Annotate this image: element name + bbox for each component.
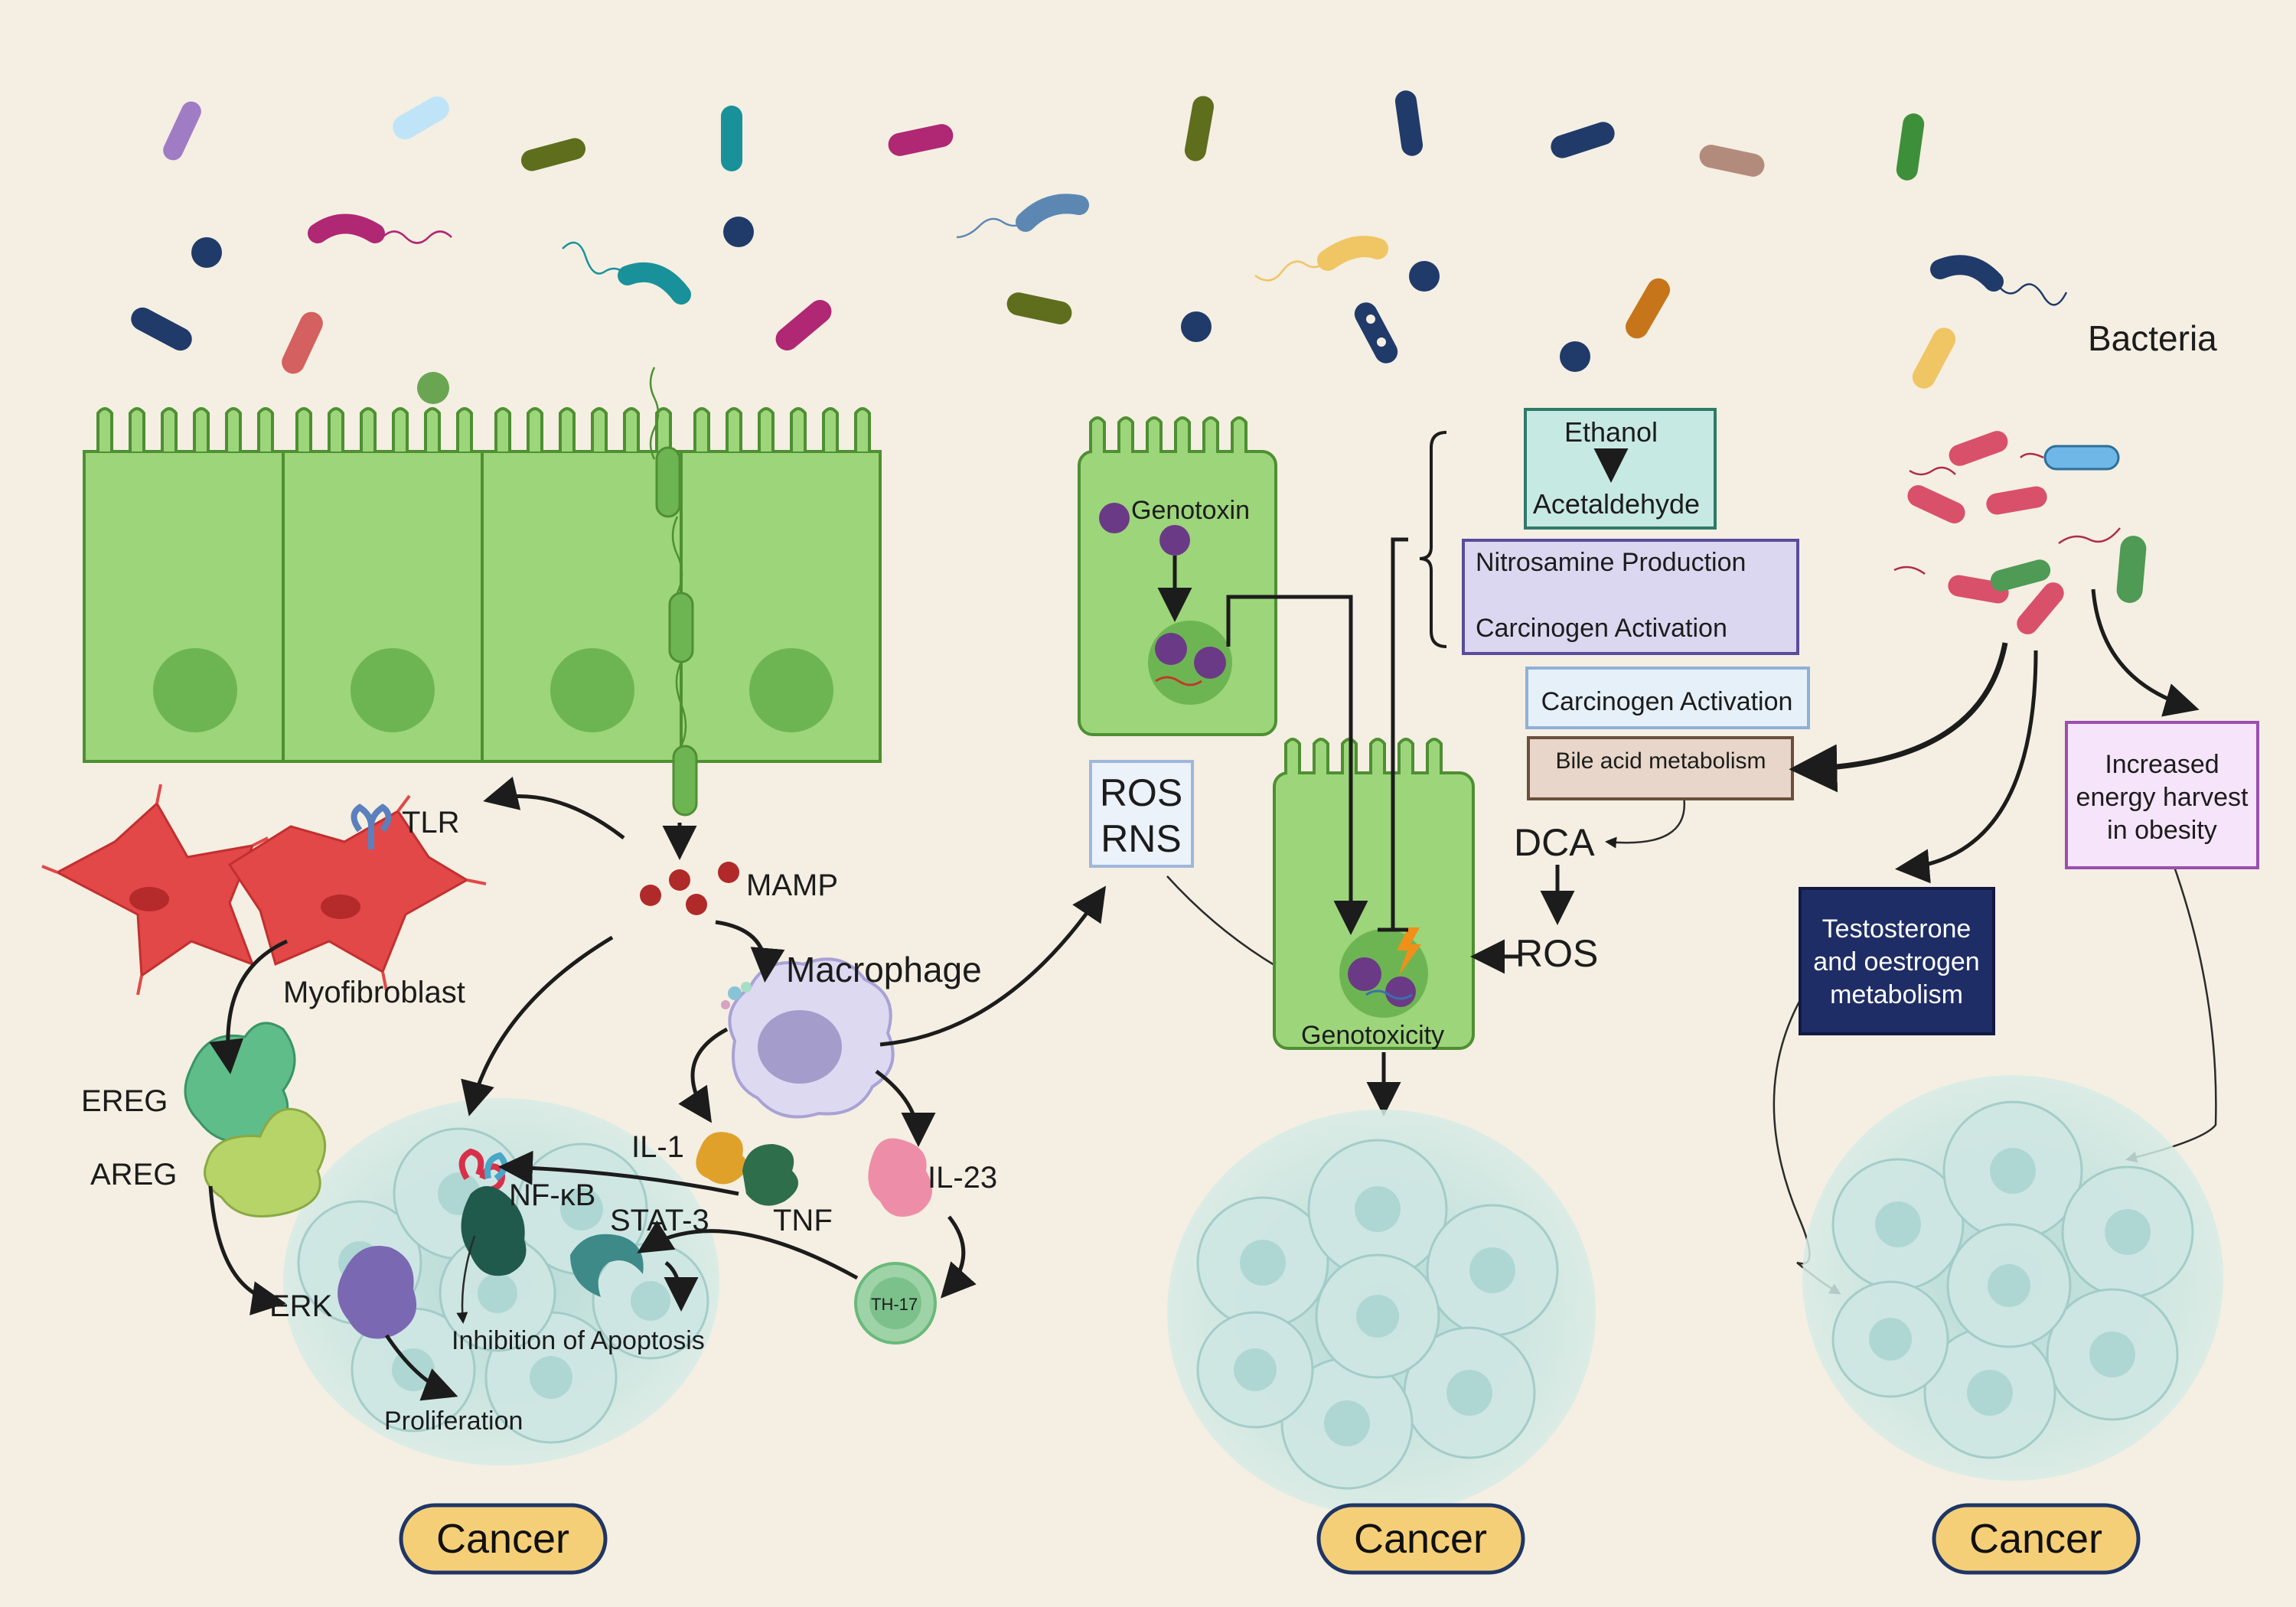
nfkb-label: NF-κB [509,1178,595,1212]
svg-text:Ethanol: Ethanol [1564,416,1658,448]
svg-text:Cancer: Cancer [1969,1516,2102,1562]
svg-text:Genotoxicity: Genotoxicity [1301,1021,1444,1050]
stat3-icon [570,1234,644,1297]
svg-text:Carcinogen Activation: Carcinogen Activation [1476,614,1727,643]
tnf-label: TNF [773,1204,833,1237]
svg-text:Increased: Increased [2105,750,2219,779]
dca-label: DCA [1514,821,1595,864]
myofibroblast-icon [41,784,487,996]
il1-icon [696,1132,748,1185]
svg-text:Genotoxin: Genotoxin [1131,496,1250,525]
bacterium-icon [131,90,2068,404]
areg-label: AREG [90,1158,177,1191]
tlr-receptor-icon [351,804,392,849]
svg-text:Nitrosamine Production: Nitrosamine Production [1476,548,1746,577]
svg-text:Cancer: Cancer [436,1516,569,1562]
genotoxicity-cell: Genotoxicity [1273,738,1475,1050]
tnf-icon [742,1144,798,1206]
nfkb-icon [461,1186,527,1276]
cancer-pill-right: Cancer [1932,1503,2141,1575]
svg-text:ROS: ROS [1100,771,1182,814]
bacteria-cluster-right [1893,431,2147,634]
energy-harvest-box: Increased energy harvest in obesity [2065,721,2259,869]
ros-rns-box: ROS RNS [1089,760,1194,868]
mamp-icon [640,862,739,915]
svg-text:Testosterone: Testosterone [1822,914,1971,944]
svg-text:Bile acid metabolism: Bile acid metabolism [1555,748,1766,774]
bile-acid-box: Bile acid metabolism [1527,736,1794,800]
bacteria-cloud: Bacteria [131,90,2217,404]
svg-text:Cancer: Cancer [1354,1516,1487,1562]
tlr-label: TLR [402,806,460,839]
right-pathway-arrows [1773,588,2217,1295]
tumor-middle [1167,1110,1596,1515]
erk-icon [338,1246,417,1339]
inhibition-apoptosis-label: Inhibition of Apoptosis [452,1326,705,1355]
svg-text:metabolism: metabolism [1830,980,1963,1009]
cancer-pill-middle: Cancer [1316,1503,1525,1575]
svg-text:and oestrogen: and oestrogen [1813,947,1979,976]
il1-label: IL-1 [631,1130,684,1164]
nitrosamine-box: Nitrosamine Production Carcinogen Activa… [1462,539,1799,655]
svg-text:Acetaldehyde: Acetaldehyde [1533,488,1700,520]
left-pathway-arrows [208,776,1107,1401]
ethanol-box: Ethanol Acetaldehyde [1524,408,1717,530]
carcinogen-activation-box: Carcinogen Activation [1525,667,1810,729]
macrophage-icon [721,957,895,1119]
th17-label: TH-17 [871,1295,918,1314]
erk-label: ERK [269,1289,333,1323]
svg-text:Carcinogen Activation: Carcinogen Activation [1541,687,1793,716]
bacteria-label: Bacteria [2088,318,2217,358]
areg-icon [204,1107,327,1217]
il23-icon [868,1138,932,1217]
svg-text:energy harvest: energy harvest [2076,783,2249,812]
tumor-right [1802,1075,2223,1481]
ros-label: ROS [1515,932,1598,975]
cancer-pill-left: Cancer [399,1503,608,1575]
testosterone-box: Testosterone and oestrogen metabolism [1799,887,1995,1035]
middle-pathway-lines [1226,431,1686,1116]
macrophage-label: Macrophage [786,950,982,989]
ereg-label: EREG [81,1084,168,1118]
il23-label: IL-23 [928,1161,997,1195]
svg-text:RNS: RNS [1101,817,1182,860]
epithelium-left [83,367,882,817]
genotoxin-cell: Genotoxin [1078,416,1277,736]
svg-text:in obesity: in obesity [2107,816,2217,845]
th17-icon [854,1262,937,1345]
mamp-label: MAMP [746,869,838,902]
proliferation-label: Proliferation [384,1407,523,1436]
myofibroblast-label: Myofibroblast [283,976,465,1009]
